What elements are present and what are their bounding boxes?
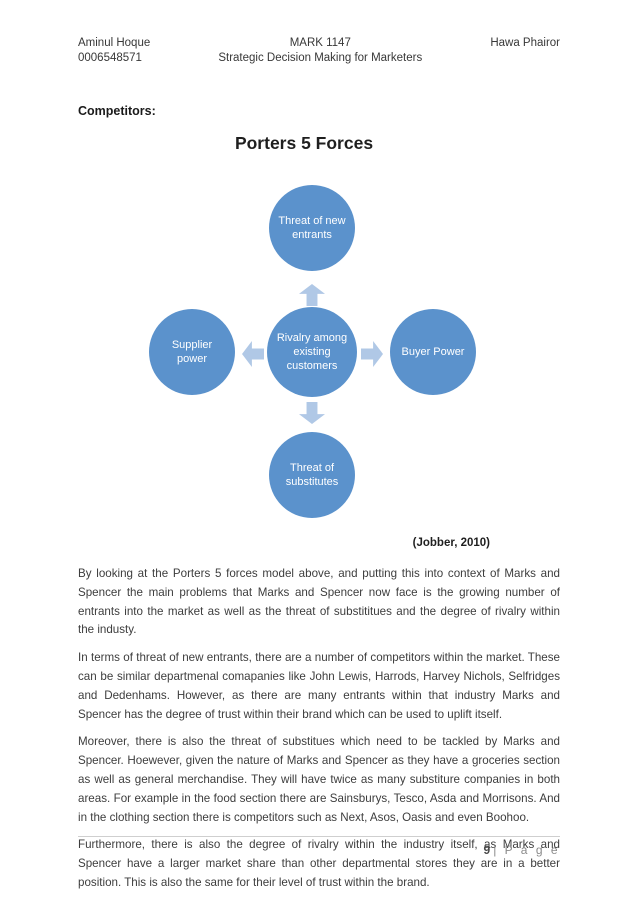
student-name: Aminul Hoque: [78, 37, 151, 49]
paragraph-3: Moreover, there is also the threat of su…: [78, 735, 560, 824]
student-id: 0006548571: [78, 52, 142, 64]
paragraph-4: Furthermore, there is also the degree of…: [78, 838, 560, 889]
five-forces-diagram: Threat of new entrants Supplier power Ri…: [78, 185, 560, 525]
porters-five-forces-figure: Porters 5 Forces Threat of new entrants …: [78, 133, 560, 549]
node-threat-of-substitutes: Threat of substitutes: [269, 432, 355, 518]
arrow-up-icon: [299, 284, 325, 306]
header-center: MARK 1147 Strategic Decision Making for …: [150, 36, 490, 66]
page-label: | P a g e: [493, 843, 560, 857]
second-author-name: Hawa Phairor: [490, 37, 560, 49]
paragraph-1: By looking at the Porters 5 forces model…: [78, 567, 560, 637]
page-number: 9: [483, 843, 491, 857]
node-buyer-power: Buyer Power: [390, 309, 476, 395]
arrow-down-icon: [299, 402, 325, 424]
header-right: Hawa Phairor: [490, 36, 560, 66]
section-heading-competitors: Competitors:: [78, 104, 156, 118]
paragraph-2: In terms of threat of new entrants, ther…: [78, 651, 560, 721]
course-title: Strategic Decision Making for Marketers: [218, 52, 423, 64]
node-rivalry-among-existing-customers: Rivalry among existing customers: [267, 307, 357, 397]
node-threat-of-new-entrants: Threat of new entrants: [269, 185, 355, 271]
body-text: By looking at the Porters 5 forces model…: [78, 565, 560, 893]
node-supplier-power: Supplier power: [149, 309, 235, 395]
figure-citation: (Jobber, 2010): [412, 537, 490, 549]
document-header: Aminul Hoque 0006548571 MARK 1147 Strate…: [78, 36, 560, 66]
course-code: MARK 1147: [289, 37, 351, 49]
arrow-left-icon: [242, 341, 264, 367]
arrow-right-icon: [361, 341, 383, 367]
figure-title: Porters 5 Forces: [234, 133, 374, 153]
document-footer: 9| P a g e: [78, 836, 560, 857]
header-left: Aminul Hoque 0006548571: [78, 36, 150, 66]
